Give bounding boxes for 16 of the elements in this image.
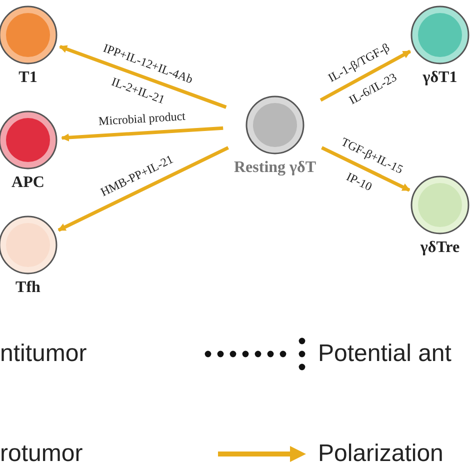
cell-label: Tfh [16, 279, 40, 297]
cell-label: Resting γδT [234, 159, 316, 177]
cell-label: APC [12, 174, 44, 192]
cell-label: γδTre [420, 239, 460, 257]
arrow [60, 126, 224, 142]
arrow [320, 50, 412, 102]
edge-label: Microbial product [96, 110, 186, 128]
legend-label: rotumor [0, 440, 83, 468]
arrow [59, 45, 227, 109]
arrow [321, 146, 410, 192]
legend-label: ntitumor [0, 340, 87, 368]
legend-label: Potential ant [318, 340, 452, 368]
cell-label: T1 [18, 69, 38, 87]
cell-label: γδT1 [422, 69, 458, 87]
arrow [58, 146, 229, 232]
legend-label: Polarization [318, 440, 444, 468]
